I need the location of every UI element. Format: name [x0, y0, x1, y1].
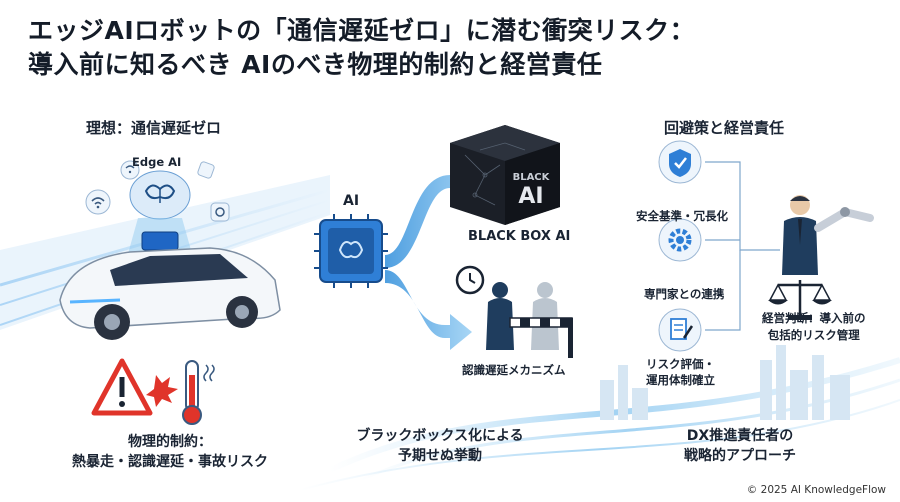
document-pen-icon [658, 308, 702, 352]
brain-hologram [129, 170, 191, 220]
ai-label: AI [343, 193, 360, 209]
person-silhouette-icon [486, 282, 514, 350]
mechanism-label: 認識遅延メカニズム [462, 363, 566, 377]
safety-standards-label: 安全基準・冗長化 [636, 209, 728, 223]
device-icon [197, 161, 215, 179]
right-heading: 回避策と経営責任 [664, 119, 785, 137]
left-caption-line-1: 物理的制約： [128, 434, 212, 450]
wifi-icon [85, 189, 111, 215]
black-box-cube-icon: BLACK AI [450, 125, 560, 225]
signal-icon [120, 160, 140, 180]
risk-assessment-line-1: リスク評価・ [646, 357, 715, 371]
barrier-gate-icon [509, 317, 573, 358]
black-box-ai-label: BLACK BOX AI [468, 229, 571, 244]
left-caption: 物理的制約： 熱暴走・認識遅延・事故リスク [40, 432, 300, 472]
robot-arm-icon [814, 207, 874, 232]
arrow-to-blackbox [385, 164, 482, 268]
copyright-notice: © 2025 AI KnowledgeFlow [746, 484, 886, 496]
middle-caption: ブラックボックス化による 予期せぬ挙動 [330, 426, 550, 466]
blurred-person-icon [531, 282, 559, 350]
burst-icon [146, 375, 178, 407]
management-decision-line-1: 経営判断：導入前の [762, 311, 866, 325]
businessman-icon [782, 195, 818, 275]
risk-assessment-line-2: 運用体制確立 [646, 373, 715, 387]
arrow-to-mechanism [385, 270, 472, 350]
expert-collab-label: 専門家との連携 [644, 287, 725, 301]
left-caption-line-2: 熱暴走・認識遅延・事故リスク [72, 454, 268, 470]
right-caption: DX推進責任者の 戦略的アプローチ [640, 426, 840, 466]
edge-ai-label: Edge AI [132, 155, 182, 169]
thermal-warning-illustration [91, 358, 215, 425]
middle-caption-line-2: 予期せぬ挙動 [398, 448, 482, 464]
right-caption-line-1: DX推進責任者の [686, 428, 794, 444]
shield-check-icon [658, 140, 702, 184]
mitigation-diagram [658, 140, 874, 352]
cube-text-ai: AI [518, 184, 543, 209]
warning-triangle-icon [91, 358, 153, 416]
title-line-1: エッジAIロボットの「通信遅延ゼロ」に潜む衝突リスク： [28, 16, 696, 45]
title-line-2: 導入前に知るべき AIのべき物理的制約と経営責任 [28, 50, 603, 79]
ai-chip-icon [314, 214, 388, 288]
thermometer-icon [182, 360, 215, 425]
cube-text-black: BLACK [513, 172, 551, 183]
main-title: エッジAIロボットの「通信遅延ゼロ」に潜む衝突リスク： 導入前に知るべき AIの… [28, 14, 695, 82]
sensor-icon [210, 202, 230, 222]
edge-ai-car-illustration [59, 160, 281, 340]
black-box-flow-diagram: BLACK AI [314, 125, 573, 358]
management-decision-line-2: 包括的リスク管理 [767, 328, 860, 342]
gear-icon [658, 218, 702, 262]
risk-assessment-label: リスク評価・ 運用体制確立 [646, 356, 715, 388]
middle-caption-line-1: ブラックボックス化による [356, 428, 524, 444]
management-decision-label: 経営判断：導入前の 包括的リスク管理 [762, 310, 866, 344]
right-caption-line-2: 戦略的アプローチ [684, 448, 796, 464]
clock-icon [455, 265, 485, 295]
left-heading: 理想：通信遅延ゼロ [86, 119, 222, 137]
scales-of-justice-icon [768, 280, 832, 320]
